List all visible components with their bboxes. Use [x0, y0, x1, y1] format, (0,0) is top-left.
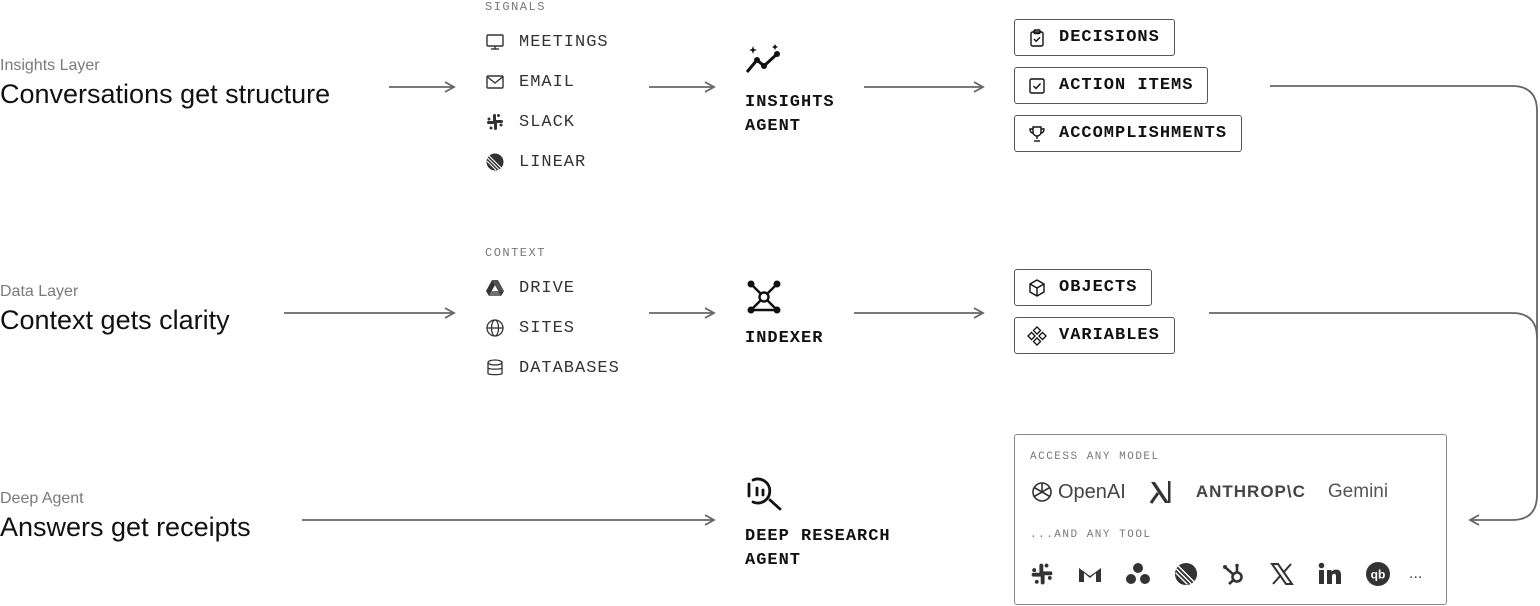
insight-outputs: DECISIONS ACTION ITEMS ACCOMPLISHMENTS [1014, 19, 1243, 152]
trophy-icon [1029, 125, 1045, 142]
xai-icon [1149, 481, 1171, 504]
model-xai [1148, 479, 1174, 505]
cube-icon [1029, 278, 1045, 297]
output-decisions: DECISIONS [1014, 19, 1175, 56]
monitor-icon [485, 32, 505, 52]
asana-icon [1125, 561, 1151, 587]
tools-caption: ...AND ANY TOOL [1030, 529, 1152, 541]
layer-deep-agent: Deep Agent Answers get receipts [0, 490, 251, 543]
agent-label: INSIGHTS AGENT [745, 93, 835, 136]
sparkle-trend-icon [745, 44, 780, 73]
more-tools-ellipsis: ... [1409, 565, 1423, 582]
agent-label: INDEXER [745, 329, 824, 348]
signals-list: MEETINGS EMAIL SLACK LINEAR [485, 31, 609, 173]
model-gemini: Gemini [1328, 481, 1388, 503]
search-analytics-icon [747, 477, 782, 511]
models-row: OpenAI ANTHROP\C Gemini [1030, 479, 1430, 505]
model-access-box: ACCESS ANY MODEL OpenAI ANTHROP\C Gemini… [1014, 434, 1447, 605]
signal-meetings: MEETINGS [485, 31, 609, 53]
output-label: VARIABLES [1059, 326, 1160, 345]
connector-insights-to-models [1270, 85, 1538, 526]
quickbooks-icon: qb [1365, 561, 1391, 587]
context-label: DRIVE [519, 278, 576, 298]
slack-icon [1029, 561, 1055, 587]
indexer-agent: INDEXER [745, 278, 823, 351]
output-accomplishments: ACCOMPLISHMENTS [1014, 115, 1243, 152]
gmail-icon [1077, 561, 1103, 587]
tools-row: qb ... [1029, 561, 1422, 587]
layer-title: Answers get receipts [0, 512, 251, 542]
layer-insights: Insights Layer Conversations get structu… [0, 57, 330, 110]
linear-icon [1173, 561, 1199, 587]
context-drive: DRIVE [485, 277, 620, 299]
signal-label: SLACK [519, 112, 576, 132]
signal-slack: SLACK [485, 111, 609, 133]
signal-linear: LINEAR [485, 151, 609, 173]
output-action-items: ACTION ITEMS [1014, 67, 1209, 104]
model-name: OpenAI [1058, 480, 1126, 503]
connector-data-to-models [1209, 312, 1538, 339]
signal-label: EMAIL [519, 72, 576, 92]
output-objects: OBJECTS [1014, 269, 1153, 306]
context-label: DATABASES [519, 358, 620, 378]
layer-label: Data Layer [0, 283, 79, 300]
svg-text:qb: qb [1371, 568, 1386, 582]
context-sites: SITES [485, 317, 620, 339]
models-caption: ACCESS ANY MODEL [1030, 451, 1160, 463]
signal-email: EMAIL [485, 71, 609, 93]
data-outputs: OBJECTS VARIABLES [1014, 269, 1175, 354]
checkbox-icon [1029, 77, 1045, 94]
layer-data: Data Layer Context gets clarity [0, 283, 230, 336]
output-variables: VARIABLES [1014, 317, 1175, 354]
insights-agent: INSIGHTS AGENT [745, 44, 835, 139]
globe-icon [485, 318, 505, 338]
model-openai: OpenAI [1030, 480, 1126, 504]
output-label: DECISIONS [1059, 28, 1160, 47]
network-icon [747, 280, 781, 314]
layer-title: Context gets clarity [0, 305, 230, 335]
mail-icon [485, 72, 505, 92]
context-databases: DATABASES [485, 357, 620, 379]
clipboard-check-icon [1030, 28, 1044, 47]
layer-title: Conversations get structure [0, 79, 331, 109]
database-icon [485, 358, 505, 378]
hubspot-icon [1221, 561, 1247, 587]
output-label: OBJECTS [1059, 278, 1138, 297]
drive-icon [485, 278, 505, 298]
context-list: DRIVE SITES DATABASES [485, 277, 620, 379]
model-name: Gemini [1327, 481, 1389, 502]
openai-icon [1032, 482, 1052, 502]
model-name: ANTHROP\C [1195, 482, 1306, 501]
context-caption: CONTEXT [485, 246, 546, 260]
variables-icon [1027, 325, 1047, 346]
slack-icon [485, 112, 505, 132]
linkedin-icon [1317, 561, 1343, 587]
layer-label: Insights Layer [0, 57, 100, 74]
model-anthropic: ANTHROP\C [1196, 482, 1306, 502]
output-label: ACCOMPLISHMENTS [1059, 124, 1228, 143]
context-label: SITES [519, 318, 576, 338]
linear-icon [485, 152, 505, 172]
output-label: ACTION ITEMS [1059, 76, 1194, 95]
agent-label: DEEP RESEARCH AGENT [745, 527, 891, 570]
signal-label: MEETINGS [519, 32, 609, 52]
signals-caption: SIGNALS [485, 0, 546, 14]
deep-research-agent: DEEP RESEARCH AGENT [745, 476, 891, 573]
layer-label: Deep Agent [0, 490, 84, 507]
signal-label: LINEAR [519, 152, 587, 172]
x-icon [1269, 561, 1295, 587]
